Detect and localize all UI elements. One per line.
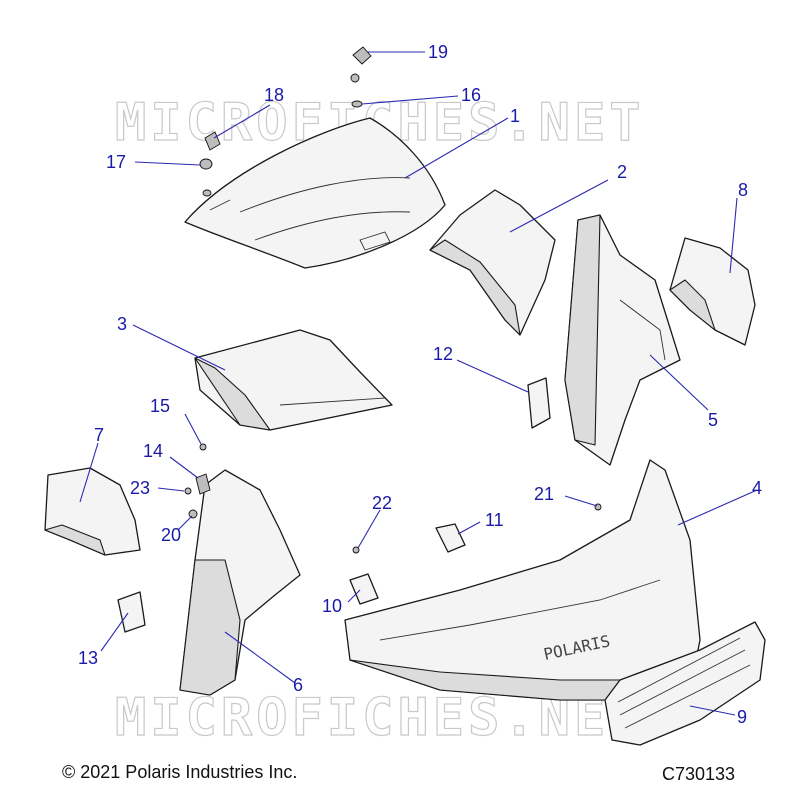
callout-23: 23	[130, 478, 150, 498]
callout-6: 6	[293, 675, 303, 695]
right-upright-panel-part	[564, 214, 681, 466]
grille-part	[604, 621, 766, 746]
callout-22: 22	[372, 493, 392, 513]
fastener-23	[184, 487, 192, 495]
callout-14: 14	[143, 441, 163, 461]
diagram-code: C730133	[662, 764, 736, 784]
hood-part	[184, 117, 446, 269]
leader-lines	[79, 51, 758, 716]
fastener-14	[195, 473, 211, 495]
right-bracket-part	[669, 237, 756, 346]
left-side-panel-part	[194, 329, 393, 431]
callout-2: 2	[617, 162, 627, 182]
callout-15: 15	[150, 396, 170, 416]
left-upright-panel-part	[179, 469, 301, 696]
front-bumper-part: POLARIS	[344, 459, 701, 701]
fastener-15	[199, 443, 207, 451]
callout-13: 13	[78, 648, 98, 668]
right-upper-panel-part	[429, 189, 556, 336]
bracket-11	[435, 523, 466, 553]
fastener-17	[199, 158, 213, 170]
callout-19: 19	[428, 42, 448, 62]
fastener-16	[351, 100, 363, 108]
fastener-16b	[350, 73, 360, 83]
callout-11: 11	[485, 510, 504, 530]
fastener-19	[352, 46, 372, 65]
callout-10: 10	[322, 596, 342, 616]
callout-3: 3	[117, 314, 127, 334]
fastener-17b	[202, 189, 212, 197]
callout-21: 21	[534, 484, 554, 504]
callout-7: 7	[94, 425, 104, 445]
bracket-12	[527, 377, 551, 429]
callout-8: 8	[738, 180, 748, 200]
fastener-22	[352, 546, 360, 554]
callout-20: 20	[161, 525, 181, 545]
fastener-21	[594, 503, 602, 511]
left-bracket-part	[44, 467, 141, 556]
callout-12: 12	[433, 344, 453, 364]
callout-5: 5	[708, 410, 718, 430]
fastener-20	[188, 509, 198, 519]
callout-18: 18	[264, 85, 284, 105]
bracket-10	[349, 573, 379, 605]
callout-9: 9	[737, 707, 747, 727]
callout-16: 16	[461, 85, 481, 105]
bracket-13	[117, 591, 146, 633]
copyright-notice: © 2021 Polaris Industries Inc.	[62, 762, 298, 782]
callout-4: 4	[752, 478, 762, 498]
callout-labels: 19 16 1 18 17 2 8 3 12 5 15 7 14 23 4 21…	[78, 42, 762, 727]
callout-17: 17	[106, 152, 126, 172]
callout-1: 1	[510, 106, 520, 126]
